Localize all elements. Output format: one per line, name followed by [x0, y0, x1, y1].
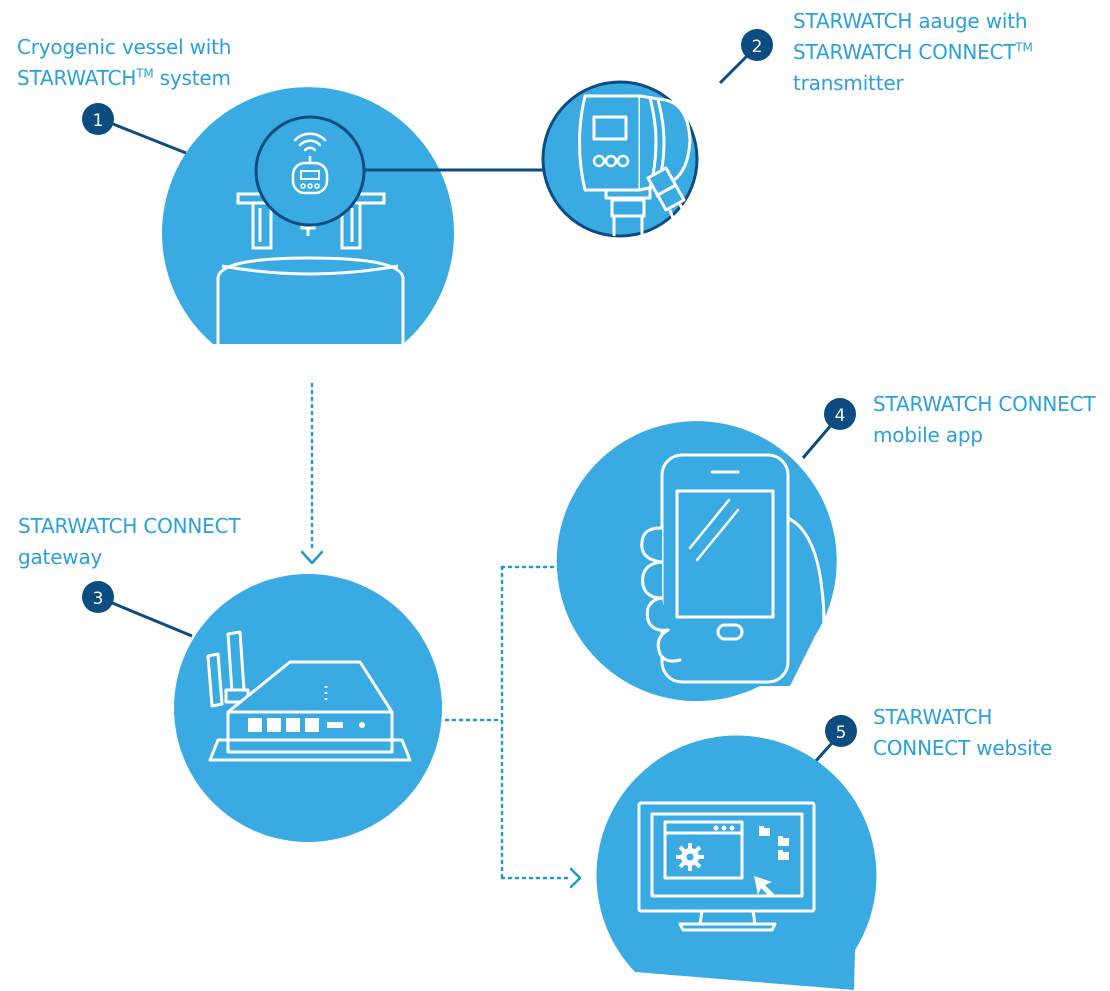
label-step-5-line-2: CONNECT website	[873, 736, 1053, 760]
connector-gateway-to-apps	[444, 556, 582, 889]
router-ports-icon	[248, 718, 365, 732]
smartphone-hand-icon	[640, 453, 826, 688]
step-5-website	[596, 735, 877, 990]
badge-1: 1	[82, 103, 114, 135]
label-step-2: STARWATCH aauge with STARWATCH CONNECTTM…	[793, 6, 1033, 99]
mouse-cursor-icon	[754, 876, 774, 897]
label-step-4-line-2: mobile app	[873, 423, 983, 447]
label-step-1-suffix: system	[153, 66, 231, 90]
badge-5-number: 5	[836, 723, 847, 743]
label-step-5-line-1: STARWATCH	[873, 705, 993, 729]
badge-2: 2	[741, 29, 773, 61]
arrowhead-down-icon	[300, 550, 324, 565]
label-step-4-line-1: STARWATCH CONNECT	[873, 392, 1096, 416]
step-3-gateway	[174, 574, 442, 842]
step-1-vessel	[162, 87, 455, 344]
trademark-mark: TM	[1015, 40, 1033, 55]
badge-2-number: 2	[752, 37, 763, 57]
label-step-3-line-2: gateway	[18, 545, 103, 569]
badge-4: 4	[824, 398, 856, 430]
label-step-1-line-2: STARWATCHTM system	[17, 63, 231, 94]
gear-icon	[676, 843, 704, 871]
label-step-2-brand: STARWATCH CONNECT	[793, 40, 1016, 64]
badge-5: 5	[825, 715, 857, 747]
badge-4-number: 4	[835, 406, 846, 426]
label-step-2-line-1: STARWATCH aauge with	[793, 9, 1028, 33]
computer-monitor-icon	[637, 801, 816, 932]
label-step-2-line-3: transmitter	[793, 71, 904, 95]
wireless-signal-icon	[293, 132, 327, 152]
step-4-mobile	[556, 421, 837, 702]
label-step-1: Cryogenic vessel with STARWATCHTM system	[17, 32, 231, 94]
gauge-small-icon	[291, 156, 329, 195]
callout-line-3	[104, 598, 193, 638]
label-step-4: STARWATCH CONNECT mobile app	[873, 389, 1096, 451]
step-2-gauge	[541, 80, 699, 238]
label-step-3-line-1: STARWATCH CONNECT	[18, 514, 241, 538]
callout-line-1	[112, 122, 187, 155]
badge-1-number: 1	[93, 111, 104, 131]
connector-vessel-to-gateway	[300, 382, 324, 565]
badge-3-number: 3	[93, 589, 104, 609]
label-step-1-line-1: Cryogenic vessel with	[17, 35, 232, 59]
label-step-5: STARWATCH CONNECT website	[873, 702, 1052, 764]
label-step-2-line-2: STARWATCH CONNECTTM	[793, 37, 1033, 68]
label-step-1-brand: STARWATCH	[17, 66, 137, 90]
label-step-3: STARWATCH CONNECT gateway	[18, 511, 241, 573]
trademark-mark: TM	[136, 66, 154, 81]
window-buttons-icon	[713, 825, 735, 831]
router-gateway-icon	[206, 630, 412, 762]
badge-3: 3	[82, 581, 114, 613]
arrowhead-right-icon	[569, 867, 582, 889]
folder-icons	[759, 826, 789, 860]
gauge-transmitter-icon	[578, 94, 696, 238]
